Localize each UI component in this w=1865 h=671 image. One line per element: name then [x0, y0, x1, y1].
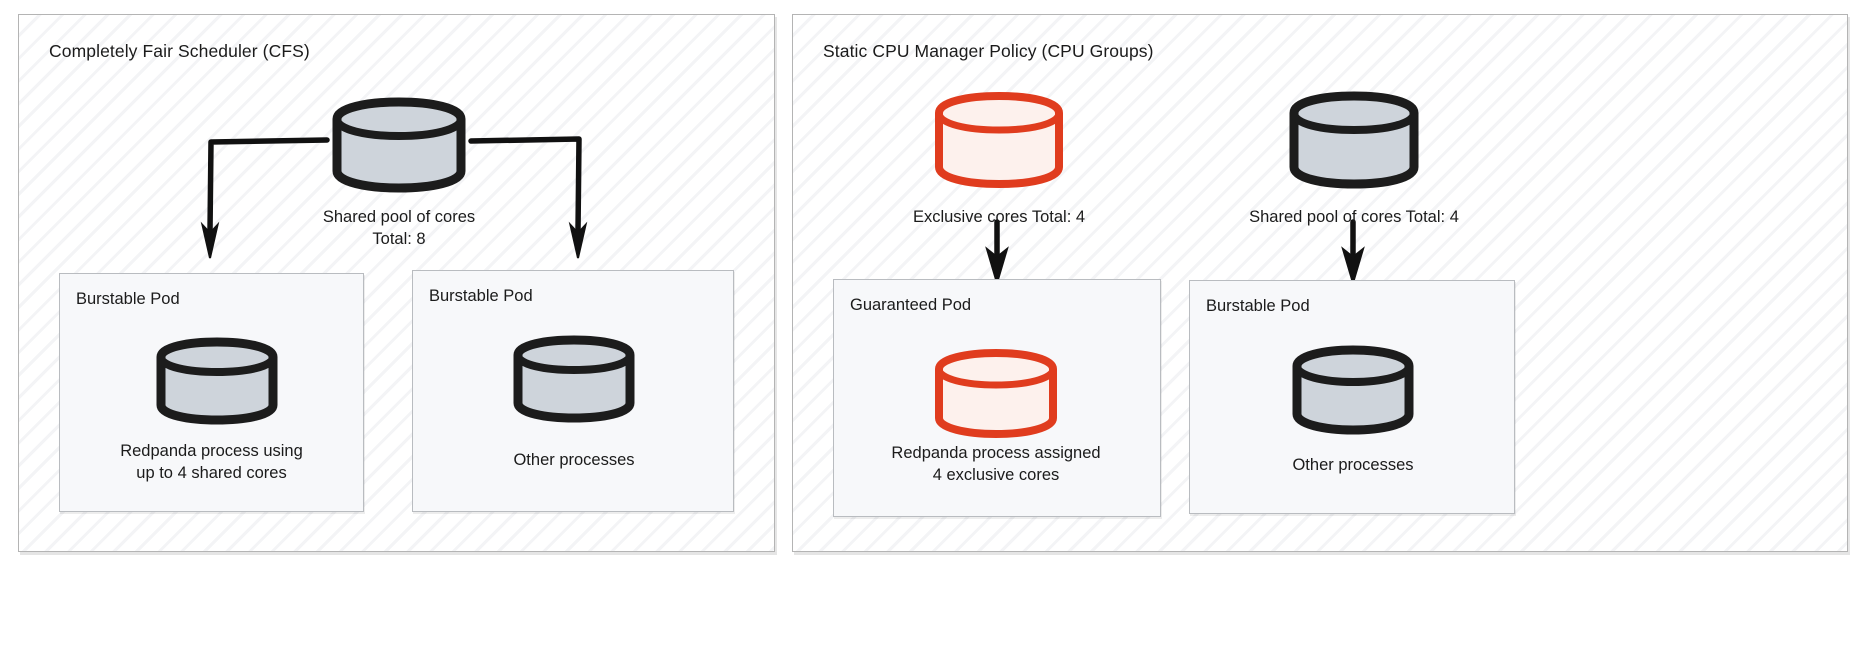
database-cylinder-icon-exclusive-cores	[929, 91, 1069, 191]
caption-guaranteed-pod: Redpanda process assigned 4 exclusive co…	[891, 444, 1101, 484]
panel-static-cpu-manager-policy: Static CPU Manager Policy (CPU Groups) E…	[792, 14, 1848, 552]
panel-title-static: Static CPU Manager Policy (CPU Groups)	[823, 41, 1154, 61]
database-cylinder-icon-cfs-shared-pool	[327, 97, 471, 193]
pod-label-burstable-right: Burstable Pod	[429, 287, 533, 305]
caption-cfs-pod-1: Redpanda process using up to 4 shared co…	[120, 442, 303, 482]
database-cylinder-icon-cfs-pod-2	[509, 335, 639, 423]
database-cylinder-icon-static-pod-2	[1287, 345, 1419, 437]
pod-label-burstable-static: Burstable Pod	[1206, 297, 1310, 315]
panel-completely-fair-scheduler: Completely Fair Scheduler (CFS) Shared p…	[18, 14, 775, 552]
caption-static-shared-pool: Shared pool of cores Total: 4	[1249, 208, 1459, 226]
database-cylinder-icon-static-shared-pool	[1284, 91, 1424, 191]
panel-title-cfs: Completely Fair Scheduler (CFS)	[49, 41, 310, 61]
database-cylinder-icon-cfs-pod-1	[152, 337, 282, 425]
caption-exclusive-cores: Exclusive cores Total: 4	[912, 208, 1086, 226]
pod-label-guaranteed: Guaranteed Pod	[850, 296, 972, 314]
caption-cfs-shared-pool: Shared pool of cores Total: 8	[322, 208, 476, 248]
pod-label-burstable-left: Burstable Pod	[76, 290, 180, 308]
database-cylinder-icon-guaranteed-pod	[929, 348, 1063, 441]
pod-box-burstable-left: Burstable Pod	[59, 273, 364, 512]
caption-static-pod-2: Other processes	[1292, 456, 1414, 474]
caption-cfs-pod-2: Other processes	[513, 451, 635, 469]
